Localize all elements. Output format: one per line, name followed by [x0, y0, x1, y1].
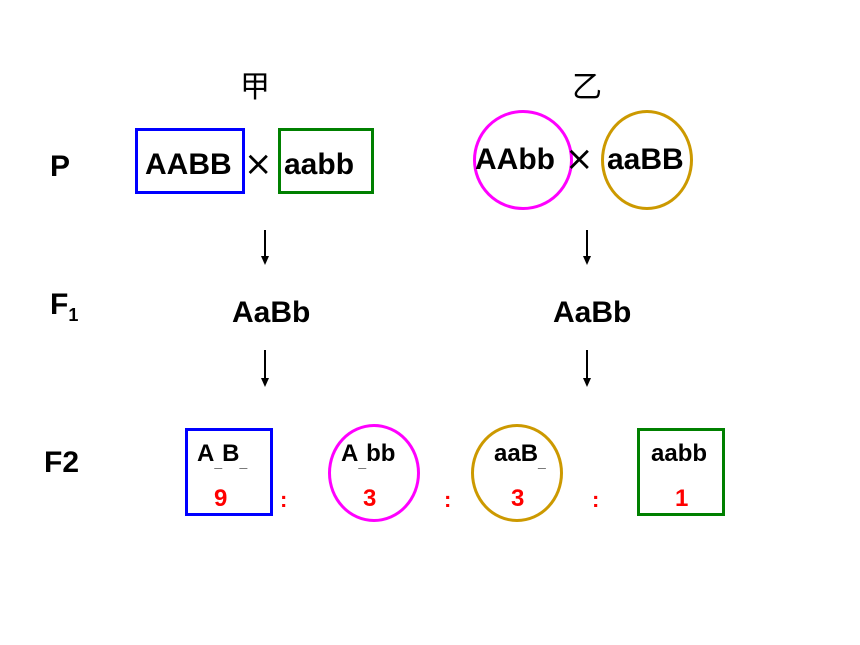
column-heading-left: 甲 — [240, 70, 270, 105]
parent-genotype-aabb-recessive: aabb — [284, 148, 355, 181]
generation-label-p: P — [50, 150, 71, 183]
parent-genotype-aabb-mixed-1: AAbb — [475, 143, 555, 176]
f1-genotype-right: AaBb — [553, 296, 632, 329]
f2-ratio-3b: 3 — [511, 485, 525, 512]
parent-ellipse-gold — [601, 110, 693, 210]
f2-box-green — [637, 428, 725, 516]
parent-box-green — [278, 128, 374, 194]
f2-ellipse-magenta — [328, 424, 420, 522]
f2-ratio-1: 1 — [675, 485, 689, 512]
f2-genotype-dominant-a: A_bb — [341, 440, 396, 470]
parent-genotype-aabb-dominant: AABB — [145, 148, 232, 181]
f2-genotype-dominant-both: A_B_ — [197, 440, 248, 470]
f2-genotype-dominant-b: aaB_ — [494, 440, 546, 470]
parent-ellipse-magenta — [473, 110, 573, 210]
generation-label-f2: F2 — [44, 446, 80, 479]
ratio-separator-3: : — [592, 487, 600, 512]
ratio-separator-1: : — [280, 487, 288, 512]
f2-ellipse-gold — [471, 424, 563, 522]
generation-label-f1: F1 — [50, 288, 79, 325]
parent-genotype-aabb-mixed-2: aaBB — [607, 143, 684, 176]
f2-box-blue — [185, 428, 273, 516]
column-heading-right: 乙 — [572, 70, 602, 105]
f2-ratio-3a: 3 — [363, 485, 377, 512]
cross-symbol-right: × — [565, 139, 594, 179]
cross-symbol-left: × — [244, 144, 273, 184]
parent-box-blue — [135, 128, 245, 194]
ratio-separator-2: : — [444, 487, 452, 512]
f2-ratio-9: 9 — [214, 485, 228, 512]
f1-genotype-left: AaBb — [232, 296, 311, 329]
f2-genotype-recessive-both: aabb — [651, 440, 708, 467]
